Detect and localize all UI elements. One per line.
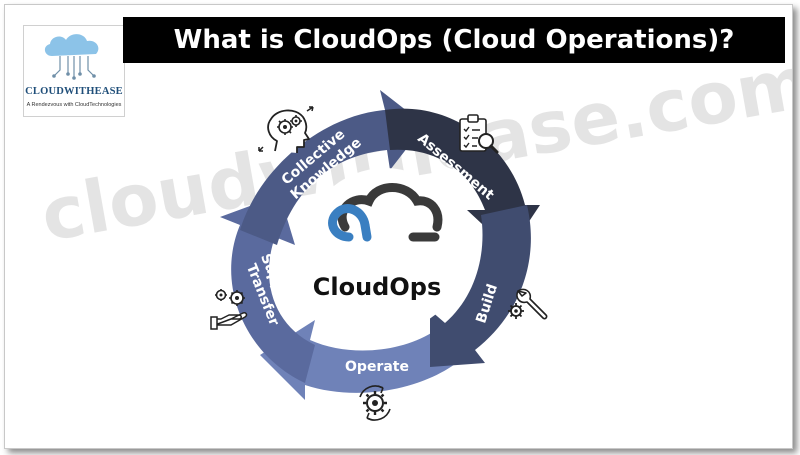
cycle-ring bbox=[220, 90, 540, 400]
page-title: What is CloudOps (Cloud Operations)? bbox=[123, 17, 785, 63]
wrench-gear-icon bbox=[508, 288, 548, 320]
cloud-outline-icon bbox=[328, 183, 443, 242]
logo-name: CLOUDWITHEASE bbox=[25, 86, 123, 97]
stage-label: Operate bbox=[345, 359, 409, 375]
cloudops-cycle-diagram: Assessment Build Operate Support/ Transf… bbox=[210, 90, 548, 421]
brand-logo: CLOUDWITHEASE A Rendezvous with CloudTec… bbox=[23, 25, 125, 117]
clipboard-magnifier-icon bbox=[459, 114, 499, 154]
cloud-circuit-icon bbox=[44, 34, 99, 80]
segment-collective-knowledge bbox=[240, 90, 425, 245]
head-gears-icon bbox=[258, 106, 314, 153]
segment-support-transfer bbox=[220, 195, 315, 383]
gear-cycle-icon bbox=[359, 385, 391, 421]
hand-gears-icon bbox=[210, 289, 248, 330]
segment-operate bbox=[260, 320, 475, 400]
stage-label-operate: Operate bbox=[345, 359, 409, 375]
logo-tagline: A Rendezvous with CloudTechnologies bbox=[26, 102, 122, 108]
center-label: CloudOps bbox=[313, 273, 441, 301]
segment-build bbox=[430, 205, 531, 367]
slide-frame: CLOUDWITHEASE A Rendezvous with CloudTec… bbox=[4, 4, 793, 449]
